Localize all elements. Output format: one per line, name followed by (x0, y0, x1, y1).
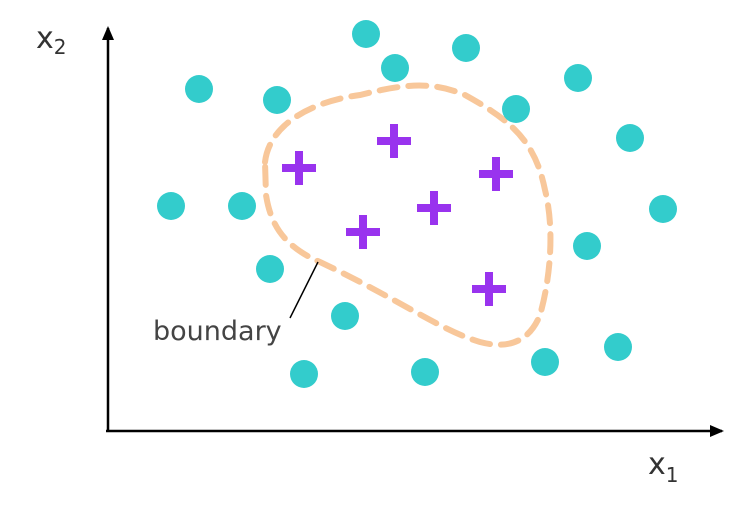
circle-point (502, 95, 530, 123)
boundary-pointer (289, 261, 319, 319)
plus-point (377, 124, 411, 158)
plus-class-points (282, 124, 513, 306)
circle-point (352, 20, 380, 48)
plus-point (282, 151, 316, 185)
plus-point (479, 157, 513, 191)
y-axis-label: x2 (36, 21, 67, 59)
circle-point (616, 124, 644, 152)
circle-point (573, 232, 601, 260)
circle-point (604, 333, 632, 361)
circle-point (290, 360, 318, 388)
circle-point (564, 64, 592, 92)
plus-point (472, 272, 506, 306)
circle-point (228, 192, 256, 220)
circle-point (157, 192, 185, 220)
plus-point (417, 191, 451, 225)
circle-point (649, 195, 677, 223)
circle-point (411, 358, 439, 386)
boundary-label: boundary (153, 316, 282, 347)
circle-point (331, 302, 359, 330)
y-axis-subscript: 2 (54, 35, 67, 59)
circle-point (531, 348, 559, 376)
circle-point (381, 54, 409, 82)
plus-point (346, 215, 380, 249)
circle-class-points (157, 20, 677, 388)
x-axis-subscript: 1 (666, 463, 679, 487)
circle-point (256, 255, 284, 283)
x-axis-label: x1 (648, 447, 679, 487)
circle-point (263, 86, 291, 114)
decision-boundary (261, 82, 554, 348)
circle-point (452, 34, 480, 62)
circle-point (185, 75, 213, 103)
